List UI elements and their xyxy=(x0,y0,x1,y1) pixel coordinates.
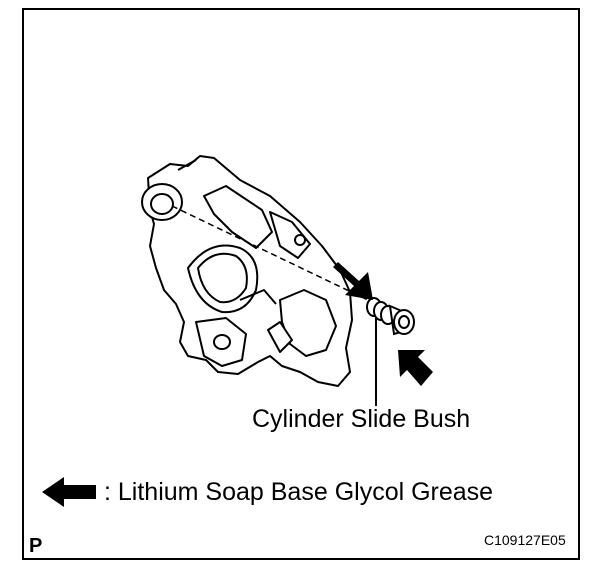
grease-arrow-icon xyxy=(42,477,96,507)
grease-arrow-icon-lower xyxy=(398,350,433,386)
legend-text: : Lithium Soap Base Glycol Grease xyxy=(104,477,494,506)
corner-mark: P xyxy=(29,535,43,557)
grease-arrow-icon-upper xyxy=(333,252,373,300)
caliper-body xyxy=(141,155,353,387)
cylinder-slide-bush xyxy=(366,297,415,336)
legend: : Lithium Soap Base Glycol Grease xyxy=(40,472,493,512)
cylinder-slide-bush-label: Cylinder Slide Bush xyxy=(252,405,471,433)
figure-code: C109127E05 xyxy=(484,532,566,548)
